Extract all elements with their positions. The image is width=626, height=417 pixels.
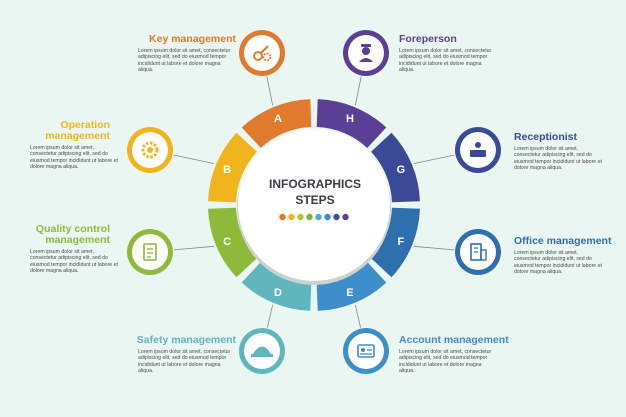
checklist-icon xyxy=(143,243,157,261)
segment-g xyxy=(371,132,420,203)
connector-d xyxy=(267,304,274,328)
step-e-text: Account management Lorem ipsum dolor sit… xyxy=(399,335,529,374)
connector-h xyxy=(354,76,362,106)
connector-c xyxy=(173,245,215,251)
step-b-body: Lorem ipsum dolor sit amet, consectetur … xyxy=(30,145,118,170)
segment-e xyxy=(316,262,387,311)
step-g-text: Receptionist Lorem ipsum dolor sit amet,… xyxy=(514,132,624,171)
segment-c xyxy=(208,207,257,278)
segment-c-letter: C xyxy=(223,236,231,248)
icon-face-c xyxy=(132,234,168,270)
key-gear-icon xyxy=(253,45,272,62)
step-d-body: Lorem ipsum dolor sit amet, consectetur … xyxy=(138,349,231,374)
center-dot xyxy=(279,213,286,221)
step-d-text: Safety management Lorem ipsum dolor sit … xyxy=(106,335,236,374)
segment-e-letter: E xyxy=(346,287,353,299)
segment-b xyxy=(208,132,257,203)
step-f-text: Office management Lorem ipsum dolor sit … xyxy=(514,236,624,275)
step-b-title-line2: management xyxy=(45,130,110,142)
center-title-line2: STEPS xyxy=(295,193,335,207)
segment-h xyxy=(316,99,387,148)
step-d-title: Safety management xyxy=(136,334,236,346)
segment-g-letter: G xyxy=(397,164,406,176)
step-e-body: Lorem ipsum dolor sit amet, consectetur … xyxy=(399,349,492,374)
center-dot xyxy=(297,213,304,221)
step-h-body: Lorem ipsum dolor sit amet, consectetur … xyxy=(399,48,492,73)
step-c-text: Quality control management Lorem ipsum d… xyxy=(0,224,118,274)
connector-e xyxy=(354,304,361,328)
step-e-title: Account management xyxy=(399,334,509,346)
step-c-title: Quality control management xyxy=(0,224,110,246)
center-dot xyxy=(333,213,340,221)
account-card-icon xyxy=(357,344,375,358)
center-dot xyxy=(342,213,349,221)
gear-settings-icon xyxy=(141,141,159,159)
step-c-body: Lorem ipsum dolor sit amet, consectetur … xyxy=(30,249,118,274)
center-title: INFOGRAPHICS STEPS xyxy=(250,176,380,208)
step-f-title: Office management xyxy=(514,235,612,247)
step-g-body: Lorem ipsum dolor sit amet, consectetur … xyxy=(514,146,602,171)
center-dot xyxy=(306,213,313,221)
segment-d-letter: D xyxy=(274,287,282,299)
segment-f xyxy=(371,207,420,278)
center-disc xyxy=(238,129,390,281)
icon-face-e xyxy=(348,333,384,369)
reception-desk-icon xyxy=(470,142,486,157)
foreman-icon xyxy=(359,44,373,62)
step-b-title-line1: Operation xyxy=(60,119,110,131)
segment-d xyxy=(241,262,312,311)
center-title-line1: INFOGRAPHICS xyxy=(268,177,361,191)
center-dot xyxy=(315,213,322,221)
center-dot xyxy=(324,213,331,221)
connector-a xyxy=(266,76,274,106)
segment-h-letter: H xyxy=(346,113,354,125)
step-c-title-line1: Quality control xyxy=(35,223,110,235)
segment-b-letter: B xyxy=(223,164,231,176)
segment-a xyxy=(241,99,312,148)
center-dot xyxy=(288,213,295,221)
hard-hat-icon xyxy=(251,346,273,357)
step-h-text: Foreperson Lorem ipsum dolor sit amet, c… xyxy=(399,34,529,73)
step-a-title: Key management xyxy=(149,33,236,45)
step-g-title: Receptionist xyxy=(514,131,578,143)
step-a-text: Key management Lorem ipsum dolor sit ame… xyxy=(106,34,236,73)
connector-b xyxy=(173,154,215,165)
step-b-title: Operation management xyxy=(0,120,110,142)
step-h-title: Foreperson xyxy=(399,33,457,45)
step-a-body: Lorem ipsum dolor sit amet, consectetur … xyxy=(138,48,231,73)
segment-f-letter: F xyxy=(397,236,404,248)
segment-a-letter: A xyxy=(274,113,282,125)
step-b-text: Operation management Lorem ipsum dolor s… xyxy=(0,120,118,170)
step-c-title-line2: management xyxy=(45,234,110,246)
office-building-icon xyxy=(470,243,487,261)
step-f-body: Lorem ipsum dolor sit amet, consectetur … xyxy=(514,250,602,275)
connector-f xyxy=(413,245,455,251)
connector-g xyxy=(413,154,455,165)
